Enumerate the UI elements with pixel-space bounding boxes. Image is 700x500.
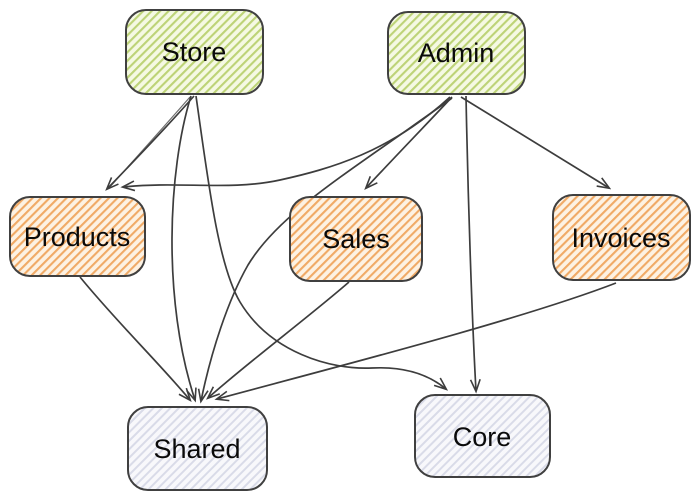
edge-admin-shared bbox=[201, 97, 453, 401]
node-admin-box bbox=[387, 11, 526, 95]
node-shared-box bbox=[127, 406, 268, 491]
edge-invoices-shared bbox=[217, 282, 617, 399]
node-store: Store bbox=[125, 9, 264, 95]
node-core-box bbox=[414, 394, 551, 478]
edge-admin-sales bbox=[366, 96, 453, 188]
node-core-label: Core bbox=[453, 422, 512, 452]
node-products-label: Products bbox=[24, 222, 131, 252]
node-store-box bbox=[125, 9, 264, 95]
edge-store-products bbox=[107, 95, 195, 189]
node-sales-box bbox=[289, 196, 423, 282]
edge-store-core bbox=[195, 95, 446, 389]
node-invoices-box bbox=[552, 194, 691, 281]
edge-sales-shared bbox=[208, 281, 350, 398]
edge-admin-core bbox=[465, 95, 476, 391]
node-invoices: Invoices bbox=[552, 194, 691, 281]
node-invoices-label: Invoices bbox=[571, 223, 670, 253]
node-shared: Shared bbox=[127, 406, 268, 491]
edge-products-shared bbox=[79, 276, 190, 400]
node-admin: Admin bbox=[387, 11, 526, 95]
node-sales-label: Sales bbox=[322, 224, 390, 254]
node-sales: Sales bbox=[289, 196, 423, 282]
node-shared-label: Shared bbox=[153, 434, 240, 464]
node-store-label: Store bbox=[162, 37, 227, 67]
node-products: Products bbox=[9, 196, 146, 277]
node-admin-label: Admin bbox=[418, 38, 495, 68]
nodes-layer: Store Admin Products Sales Invoices Shar… bbox=[9, 9, 691, 491]
node-products-box bbox=[9, 196, 146, 277]
node-core: Core bbox=[414, 394, 551, 478]
edge-admin-invoices bbox=[460, 96, 609, 188]
edges-layer bbox=[79, 95, 617, 401]
edge-store-shared bbox=[171, 95, 195, 400]
